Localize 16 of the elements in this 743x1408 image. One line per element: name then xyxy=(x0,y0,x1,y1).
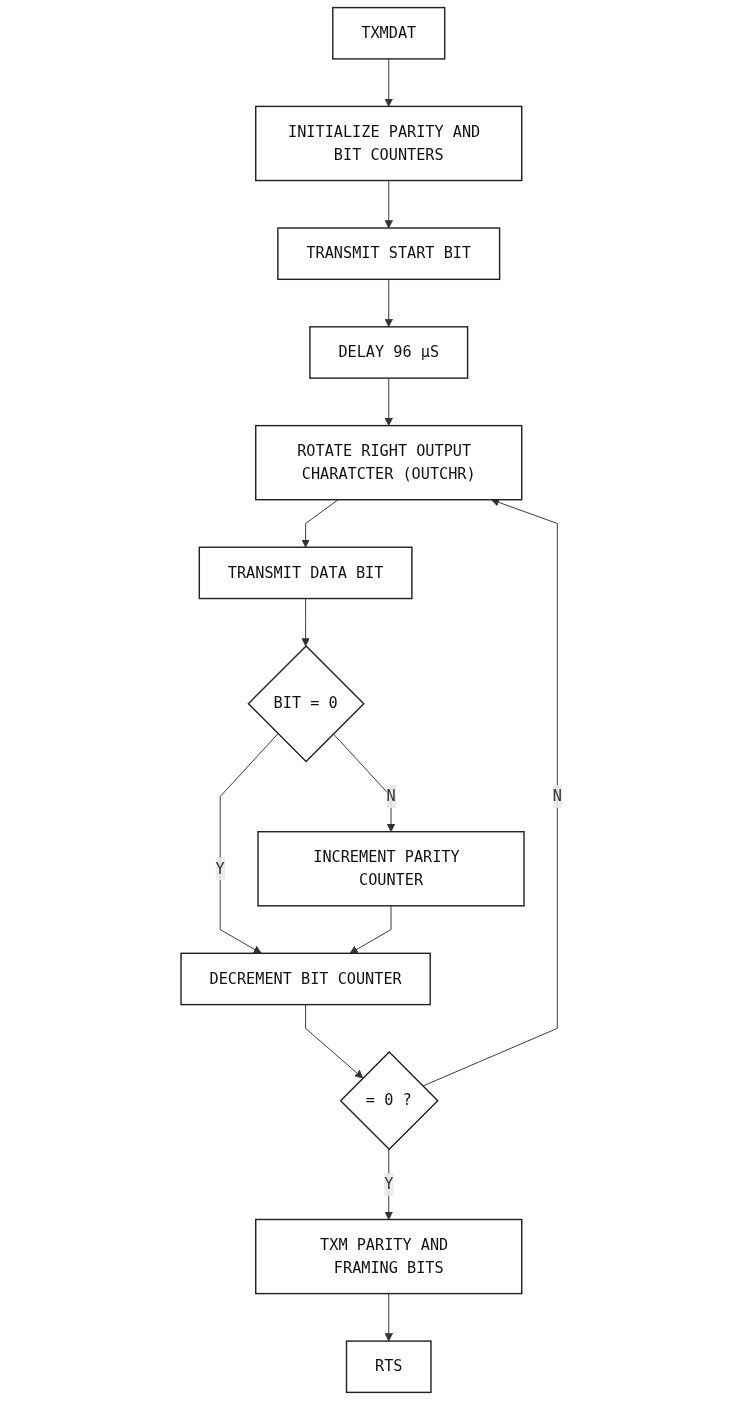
node-box: RTS xyxy=(345,1340,432,1394)
node-diamond: = 0 ? xyxy=(339,1051,439,1151)
node-box: TXM PARITY AND FRAMING BITS xyxy=(255,1218,523,1295)
node-box: DECREMENT BIT COUNTER xyxy=(180,952,431,1006)
node-box: TRANSMIT DATA BIT xyxy=(198,546,413,600)
node-box: INCREMENT PARITY COUNTER xyxy=(257,831,525,907)
node-box: TRANSMIT START BIT xyxy=(277,227,501,281)
node-box: ROTATE RIGHT OUTPUT CHARATCTER (OUTCHR) xyxy=(255,424,523,501)
edge-label: Y xyxy=(215,859,225,878)
edge-label: N xyxy=(552,787,562,806)
edge-label: Y xyxy=(384,1174,394,1193)
edge-label: N xyxy=(386,787,396,806)
node-diamond: BIT = 0 xyxy=(247,645,365,763)
node-box: INITIALIZE PARITY AND BIT COUNTERS xyxy=(255,105,523,182)
node-box: TXMDAT xyxy=(332,6,446,60)
node-box: DELAY 96 µS xyxy=(309,326,469,379)
